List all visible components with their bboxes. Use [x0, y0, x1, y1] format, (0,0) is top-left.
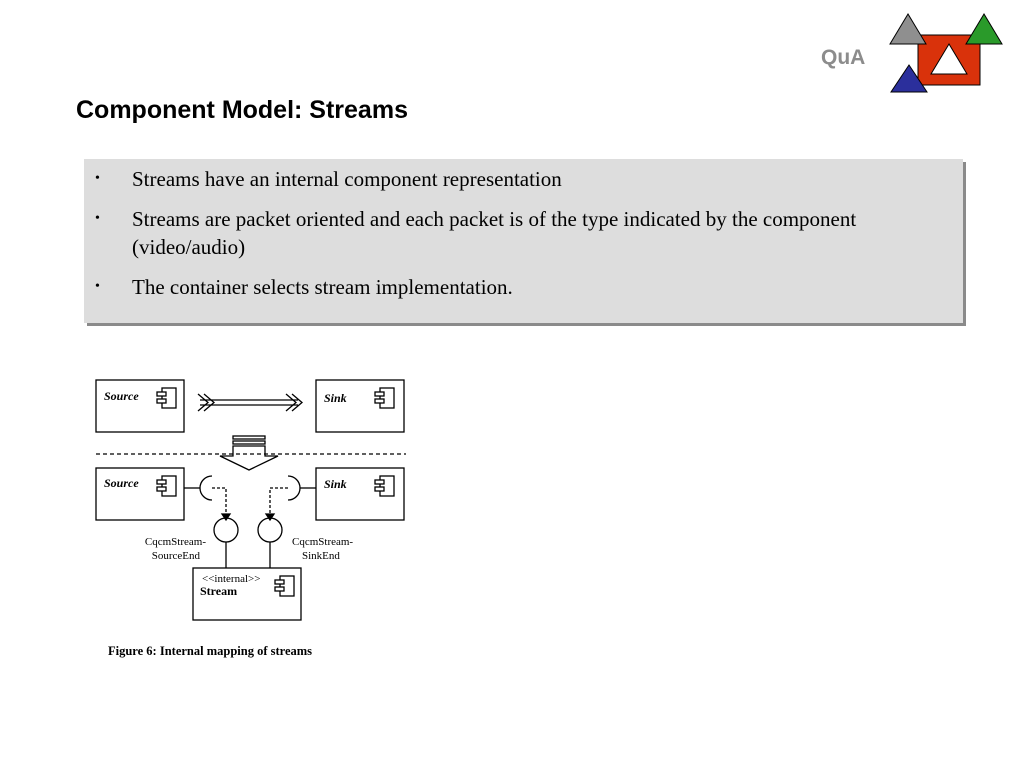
internal-stream-box	[192, 567, 302, 621]
bottom-source-box	[95, 467, 185, 521]
logo-gray-triangle	[889, 13, 927, 45]
brand-label: QuA	[821, 46, 866, 69]
bullet-item: • Streams are packet oriented and each p…	[84, 205, 963, 261]
slide-title: Component Model: Streams	[76, 96, 408, 124]
sink-end-interface	[257, 517, 283, 543]
sink-end-label: SinkEnd	[302, 550, 340, 562]
logo-blue-triangle	[890, 64, 928, 93]
component-icon	[156, 475, 177, 497]
sink-socket	[287, 475, 301, 501]
transform-down-arrow	[219, 435, 279, 471]
bullet-panel: • Streams have an internal component rep…	[84, 159, 963, 323]
component-icon	[374, 475, 395, 497]
qua-logo	[889, 13, 1003, 93]
figure-caption: Figure 6: Internal mapping of streams	[108, 644, 312, 658]
sink-end-label: CqcmStream-	[292, 536, 353, 548]
bullet-text: Streams are packet oriented and each pac…	[132, 207, 857, 259]
bullet-list: • Streams have an internal component rep…	[84, 165, 963, 313]
source-end-interface	[213, 517, 239, 543]
source-socket	[199, 475, 213, 501]
source-end-label: CqcmStream-	[145, 536, 206, 548]
top-source-box	[95, 379, 185, 433]
bottom-source-label: Source	[104, 476, 139, 490]
logo-green-triangle	[965, 13, 1003, 45]
top-sink-label: Sink	[324, 391, 347, 405]
bullet-item: • The container selects stream implement…	[84, 273, 963, 301]
bullet-marker: •	[95, 211, 100, 226]
component-icon	[156, 387, 177, 409]
internal-stream-label: Stream	[200, 584, 237, 598]
bottom-sink-label: Sink	[324, 477, 347, 491]
bullet-item: • Streams have an internal component rep…	[84, 165, 963, 193]
top-sink-box	[315, 379, 405, 433]
bullet-text: Streams have an internal component repre…	[132, 167, 562, 191]
stream-mapping-figure: Source Sink Source Sink CqcmStream- Sour…	[95, 379, 406, 658]
bullet-text: The container selects stream implementat…	[132, 275, 513, 299]
bottom-sink-box	[315, 467, 405, 521]
component-icon	[374, 387, 395, 409]
stream-connector-arrow	[197, 393, 304, 412]
logo-white-triangle	[930, 43, 968, 75]
source-end-label: SourceEnd	[152, 550, 201, 562]
top-source-label: Source	[104, 389, 139, 403]
bullet-marker: •	[95, 279, 100, 294]
sink-dependency-arrow	[269, 487, 288, 518]
component-icon	[274, 575, 295, 597]
internal-stereotype-label: <<internal>>	[202, 573, 260, 585]
bullet-marker: •	[95, 171, 100, 186]
